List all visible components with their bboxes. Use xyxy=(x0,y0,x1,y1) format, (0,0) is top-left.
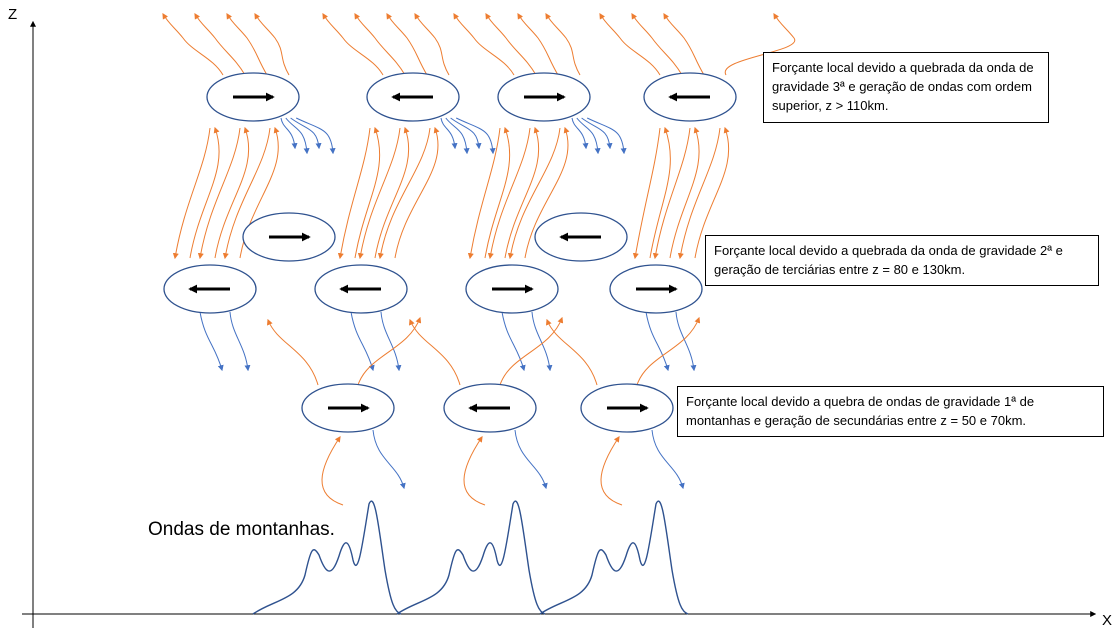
downward-wave-arrow xyxy=(445,117,470,155)
upward-wave-arrow xyxy=(546,318,598,386)
upward-wave-arrow xyxy=(394,126,440,259)
upward-wave-arrow xyxy=(222,127,271,260)
upward-wave-arrow xyxy=(467,127,501,260)
annotation-lower: Forçante local devido a quebra de ondas … xyxy=(677,386,1104,437)
downward-wave-arrow xyxy=(290,117,322,150)
upward-wave-arrow xyxy=(194,12,246,76)
upward-wave-arrow xyxy=(507,127,561,260)
upward-wave-arrow xyxy=(517,12,559,76)
forcing-cell xyxy=(206,72,300,122)
x-axis-label: X xyxy=(1102,612,1113,629)
downward-wave-arrow xyxy=(350,311,375,372)
downward-wave-arrow xyxy=(285,117,310,155)
upward-wave-arrow xyxy=(600,436,623,506)
forcing-cell xyxy=(314,264,408,314)
upward-wave-arrow xyxy=(357,127,401,260)
downward-wave-arrow xyxy=(440,117,458,150)
mountain-wave xyxy=(539,500,689,615)
upward-wave-arrow xyxy=(162,12,224,76)
z-axis-label: Z xyxy=(8,6,18,23)
upward-wave-arrow xyxy=(337,127,371,260)
upward-wave-arrow xyxy=(545,12,581,76)
forcing-cell xyxy=(643,72,737,122)
upward-wave-arrow xyxy=(487,127,531,260)
upward-wave-arrow xyxy=(724,12,796,76)
upward-wave-arrow xyxy=(694,126,730,259)
downward-wave-arrow xyxy=(280,117,298,150)
upward-wave-arrow xyxy=(649,126,671,259)
upward-wave-arrow xyxy=(374,126,410,259)
downward-wave-arrow xyxy=(450,117,482,150)
downward-wave-arrow xyxy=(586,117,627,155)
downward-wave-arrow xyxy=(651,429,685,490)
upward-wave-arrow xyxy=(669,126,700,259)
annotation-top: Forçante local devido a quebrada da onda… xyxy=(763,52,1049,123)
upward-wave-arrow xyxy=(172,127,211,260)
mountain-waves-caption: Ondas de montanhas. xyxy=(148,519,335,540)
upward-wave-arrow xyxy=(499,316,564,386)
downward-wave-arrow xyxy=(295,117,336,155)
wave-arrows xyxy=(162,12,796,506)
upward-wave-arrow xyxy=(504,126,540,259)
mountain-wave xyxy=(396,500,546,615)
forcing-cell xyxy=(301,383,395,433)
upward-wave-arrow xyxy=(636,316,701,386)
upward-wave-arrow xyxy=(357,316,422,386)
upward-wave-arrow xyxy=(463,436,486,506)
upward-wave-arrow xyxy=(652,127,691,260)
forcing-cell xyxy=(497,72,591,122)
downward-wave-arrow xyxy=(645,311,670,372)
upward-wave-arrow xyxy=(414,12,450,76)
downward-wave-arrow xyxy=(372,429,406,490)
forcing-cell xyxy=(242,212,336,262)
upward-wave-arrow xyxy=(524,126,570,259)
upward-wave-arrow xyxy=(214,126,250,259)
mountain-wave xyxy=(252,500,402,615)
upward-wave-arrow xyxy=(354,12,406,76)
downward-wave-arrow xyxy=(229,311,251,372)
downward-wave-arrow xyxy=(501,311,526,372)
forcing-cells xyxy=(163,72,737,433)
forcing-cell xyxy=(534,212,628,262)
upward-wave-arrow xyxy=(485,12,537,76)
upward-wave-arrow xyxy=(386,12,428,76)
downward-wave-arrow xyxy=(455,117,496,155)
downward-wave-arrow xyxy=(571,117,589,150)
upward-wave-arrow xyxy=(322,12,384,76)
downward-wave-arrow xyxy=(199,311,224,372)
forcing-cell xyxy=(443,383,537,433)
forcing-cell xyxy=(580,383,674,433)
downward-wave-arrow xyxy=(531,311,553,372)
upward-wave-arrow xyxy=(453,12,515,76)
downward-wave-arrow xyxy=(514,429,548,490)
upward-wave-arrow xyxy=(354,126,381,259)
annotation-middle: Forçante local devido a quebrada da onda… xyxy=(705,235,1099,286)
upward-wave-arrow xyxy=(677,127,721,260)
forcing-cell xyxy=(609,264,703,314)
downward-wave-arrow xyxy=(576,117,601,155)
upward-wave-arrow xyxy=(599,12,661,76)
upward-wave-arrow xyxy=(377,127,431,260)
forcing-cell xyxy=(465,264,559,314)
mountain-waves xyxy=(252,500,689,615)
upward-wave-arrow xyxy=(189,126,220,259)
upward-wave-arrow xyxy=(409,318,461,386)
upward-wave-arrow xyxy=(197,127,241,260)
downward-wave-arrow xyxy=(380,311,402,372)
upward-wave-arrow xyxy=(484,126,511,259)
upward-wave-arrow xyxy=(321,436,344,506)
upward-wave-arrow xyxy=(663,12,705,76)
downward-wave-arrow xyxy=(675,311,697,372)
downward-wave-arrow xyxy=(581,117,613,150)
upward-wave-arrow xyxy=(631,12,683,76)
upward-wave-arrow xyxy=(226,12,268,76)
upward-wave-arrow xyxy=(267,318,319,386)
forcing-cell xyxy=(163,264,257,314)
forcing-cell xyxy=(366,72,460,122)
upward-wave-arrow xyxy=(254,12,290,76)
upward-wave-arrow xyxy=(632,127,661,260)
